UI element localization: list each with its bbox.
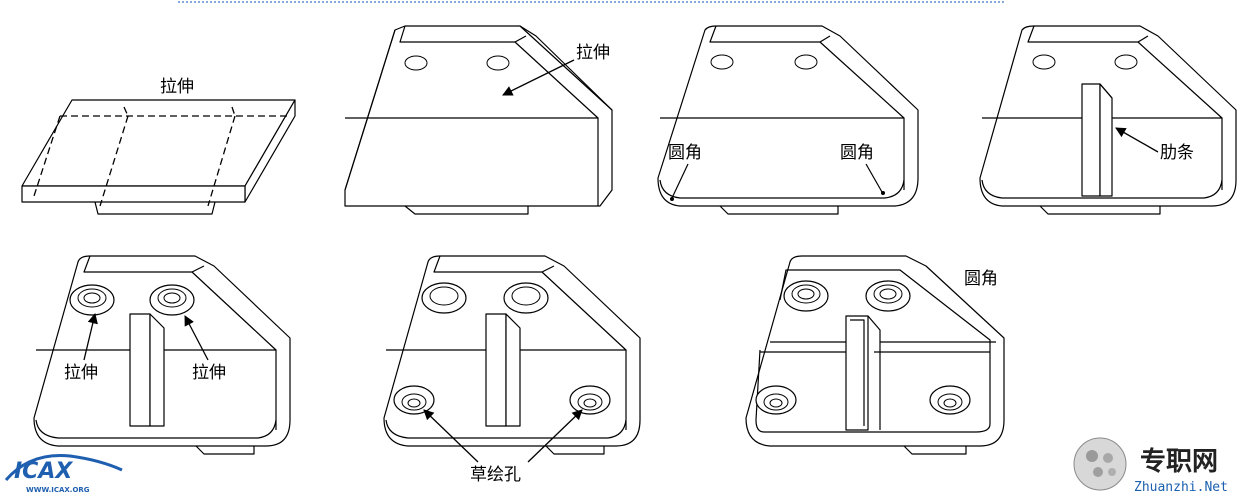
- step-5-label-right: 拉伸: [192, 363, 226, 383]
- step-3-label-left: 圆角: [668, 143, 702, 163]
- step-4-rib-plate: 肋条: [979, 25, 1237, 215]
- zhuanzhi-cn-text: 专职网: [1140, 447, 1218, 477]
- zhuanzhi-url: Zhuanzhi.Net: [1134, 480, 1228, 495]
- zhuanzhi-logo: 专职网 Zhuanzhi.Net: [1073, 437, 1228, 495]
- step-4-label: 肋条: [1160, 143, 1194, 163]
- step-6-label: 草绘孔: [470, 465, 521, 485]
- step-2-chamfered-plate: 拉伸: [344, 25, 613, 215]
- step-1-label: 拉伸: [160, 77, 194, 97]
- step-3-label-right: 圆角: [840, 143, 874, 163]
- step-2-label: 拉伸: [576, 43, 610, 63]
- step-6-holes-plate: 草绘孔: [383, 255, 641, 485]
- step-7-label: 圆角: [964, 269, 998, 289]
- soccer-ball-icon: [1073, 437, 1127, 491]
- step-3-rounded-plate: 圆角 圆角: [657, 25, 919, 215]
- step-7-final-part: 圆角: [745, 255, 1005, 455]
- icax-swoosh-icon: [4, 454, 123, 481]
- step-5-label-left: 拉伸: [64, 363, 98, 383]
- step-1-extruded-plate: 拉伸: [21, 77, 296, 215]
- icax-logo-text: ICAX: [14, 459, 73, 484]
- icax-logo: ICAX WWW.ICAX.ORG: [4, 454, 123, 494]
- step-5-bosses-plate: 拉伸 拉伸: [33, 255, 291, 455]
- icax-url: WWW.ICAX.ORG: [26, 486, 90, 494]
